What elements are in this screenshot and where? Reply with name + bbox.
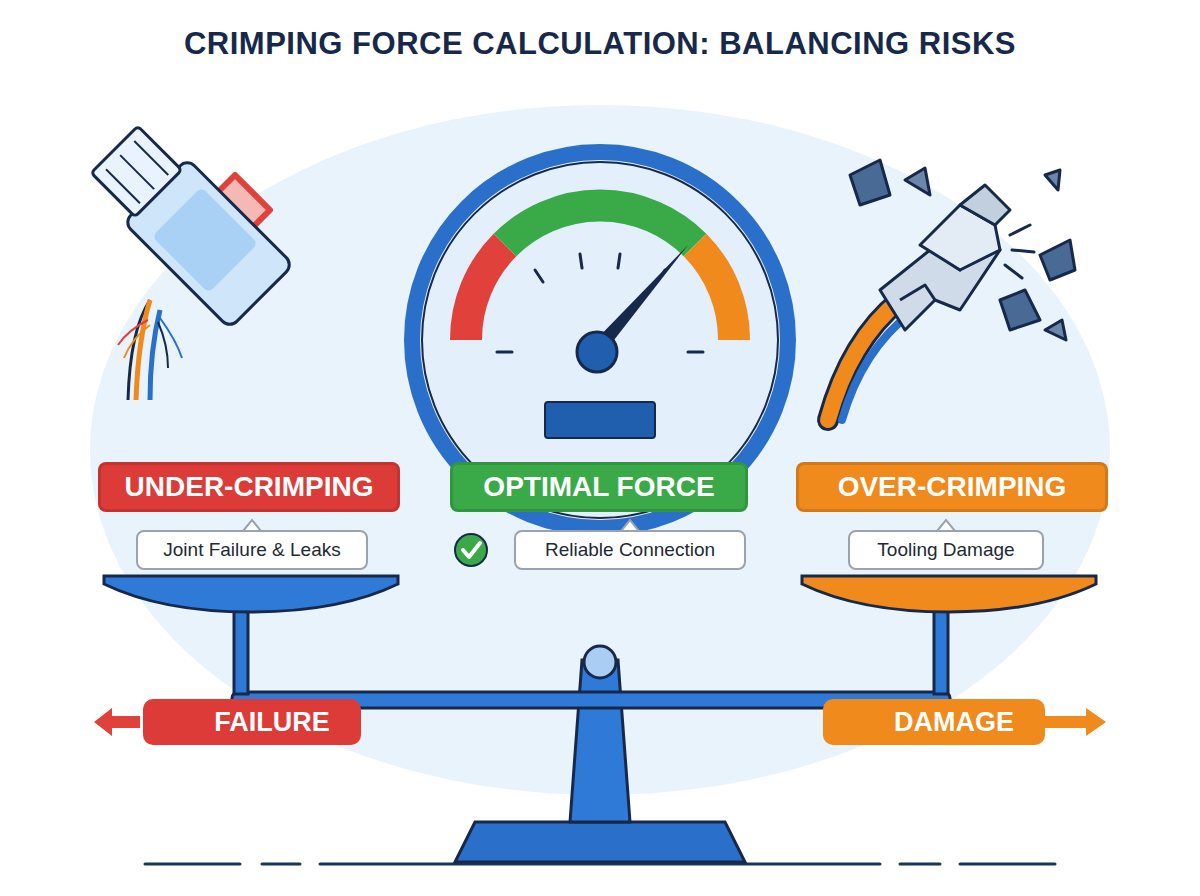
direction-pill: DAMAGE (823, 699, 1045, 745)
node-text: UNDER-CRIMPING (125, 471, 374, 503)
gauge-ring (412, 152, 788, 528)
note-bubble: Joint Failure & Leaks (136, 530, 368, 570)
check-mark (463, 543, 480, 557)
gauge-hub (577, 332, 617, 372)
node-text: OVER-CRIMPING (838, 471, 1067, 503)
node-text: Joint Failure & Leaks (163, 539, 340, 561)
node-text: OPTIMAL FORCE (483, 471, 714, 503)
note-bubble: Tooling Damage (848, 530, 1044, 570)
risk-header: OVER-CRIMPING (796, 462, 1108, 512)
failure-arrow (94, 708, 140, 736)
pan-hanger (234, 606, 248, 694)
risk-header: OPTIMAL FORCE (450, 462, 748, 512)
scale-pole (570, 660, 630, 822)
pan-hanger (934, 606, 948, 694)
gauge-ring-inner (422, 162, 778, 518)
gauge-green (505, 206, 695, 245)
gauge-orange (695, 245, 734, 340)
gauge-display (545, 402, 655, 438)
background-disc (90, 105, 1110, 795)
title: CRIMPING FORCE CALCULATION: BALANCING RI… (0, 26, 1200, 62)
note-bubble: Reliable Connection (514, 530, 746, 570)
node-text: Tooling Damage (877, 539, 1014, 561)
crushed-connector (828, 160, 1075, 420)
node-text: FAILURE (214, 707, 330, 738)
break-marks (1005, 225, 1034, 278)
node-text: Reliable Connection (545, 539, 715, 561)
direction-pill: FAILURE (143, 699, 361, 745)
right-pan (802, 576, 1096, 612)
scale-pivot (584, 646, 616, 678)
risk-header: UNDER-CRIMPING (98, 462, 400, 512)
gauge-red (466, 245, 505, 340)
node-text: DAMAGE (894, 707, 1014, 738)
scale-base (455, 822, 745, 862)
loose-connector (83, 118, 294, 400)
left-pan (104, 576, 398, 612)
damage-arrow (1040, 708, 1106, 736)
check-icon (455, 534, 487, 566)
